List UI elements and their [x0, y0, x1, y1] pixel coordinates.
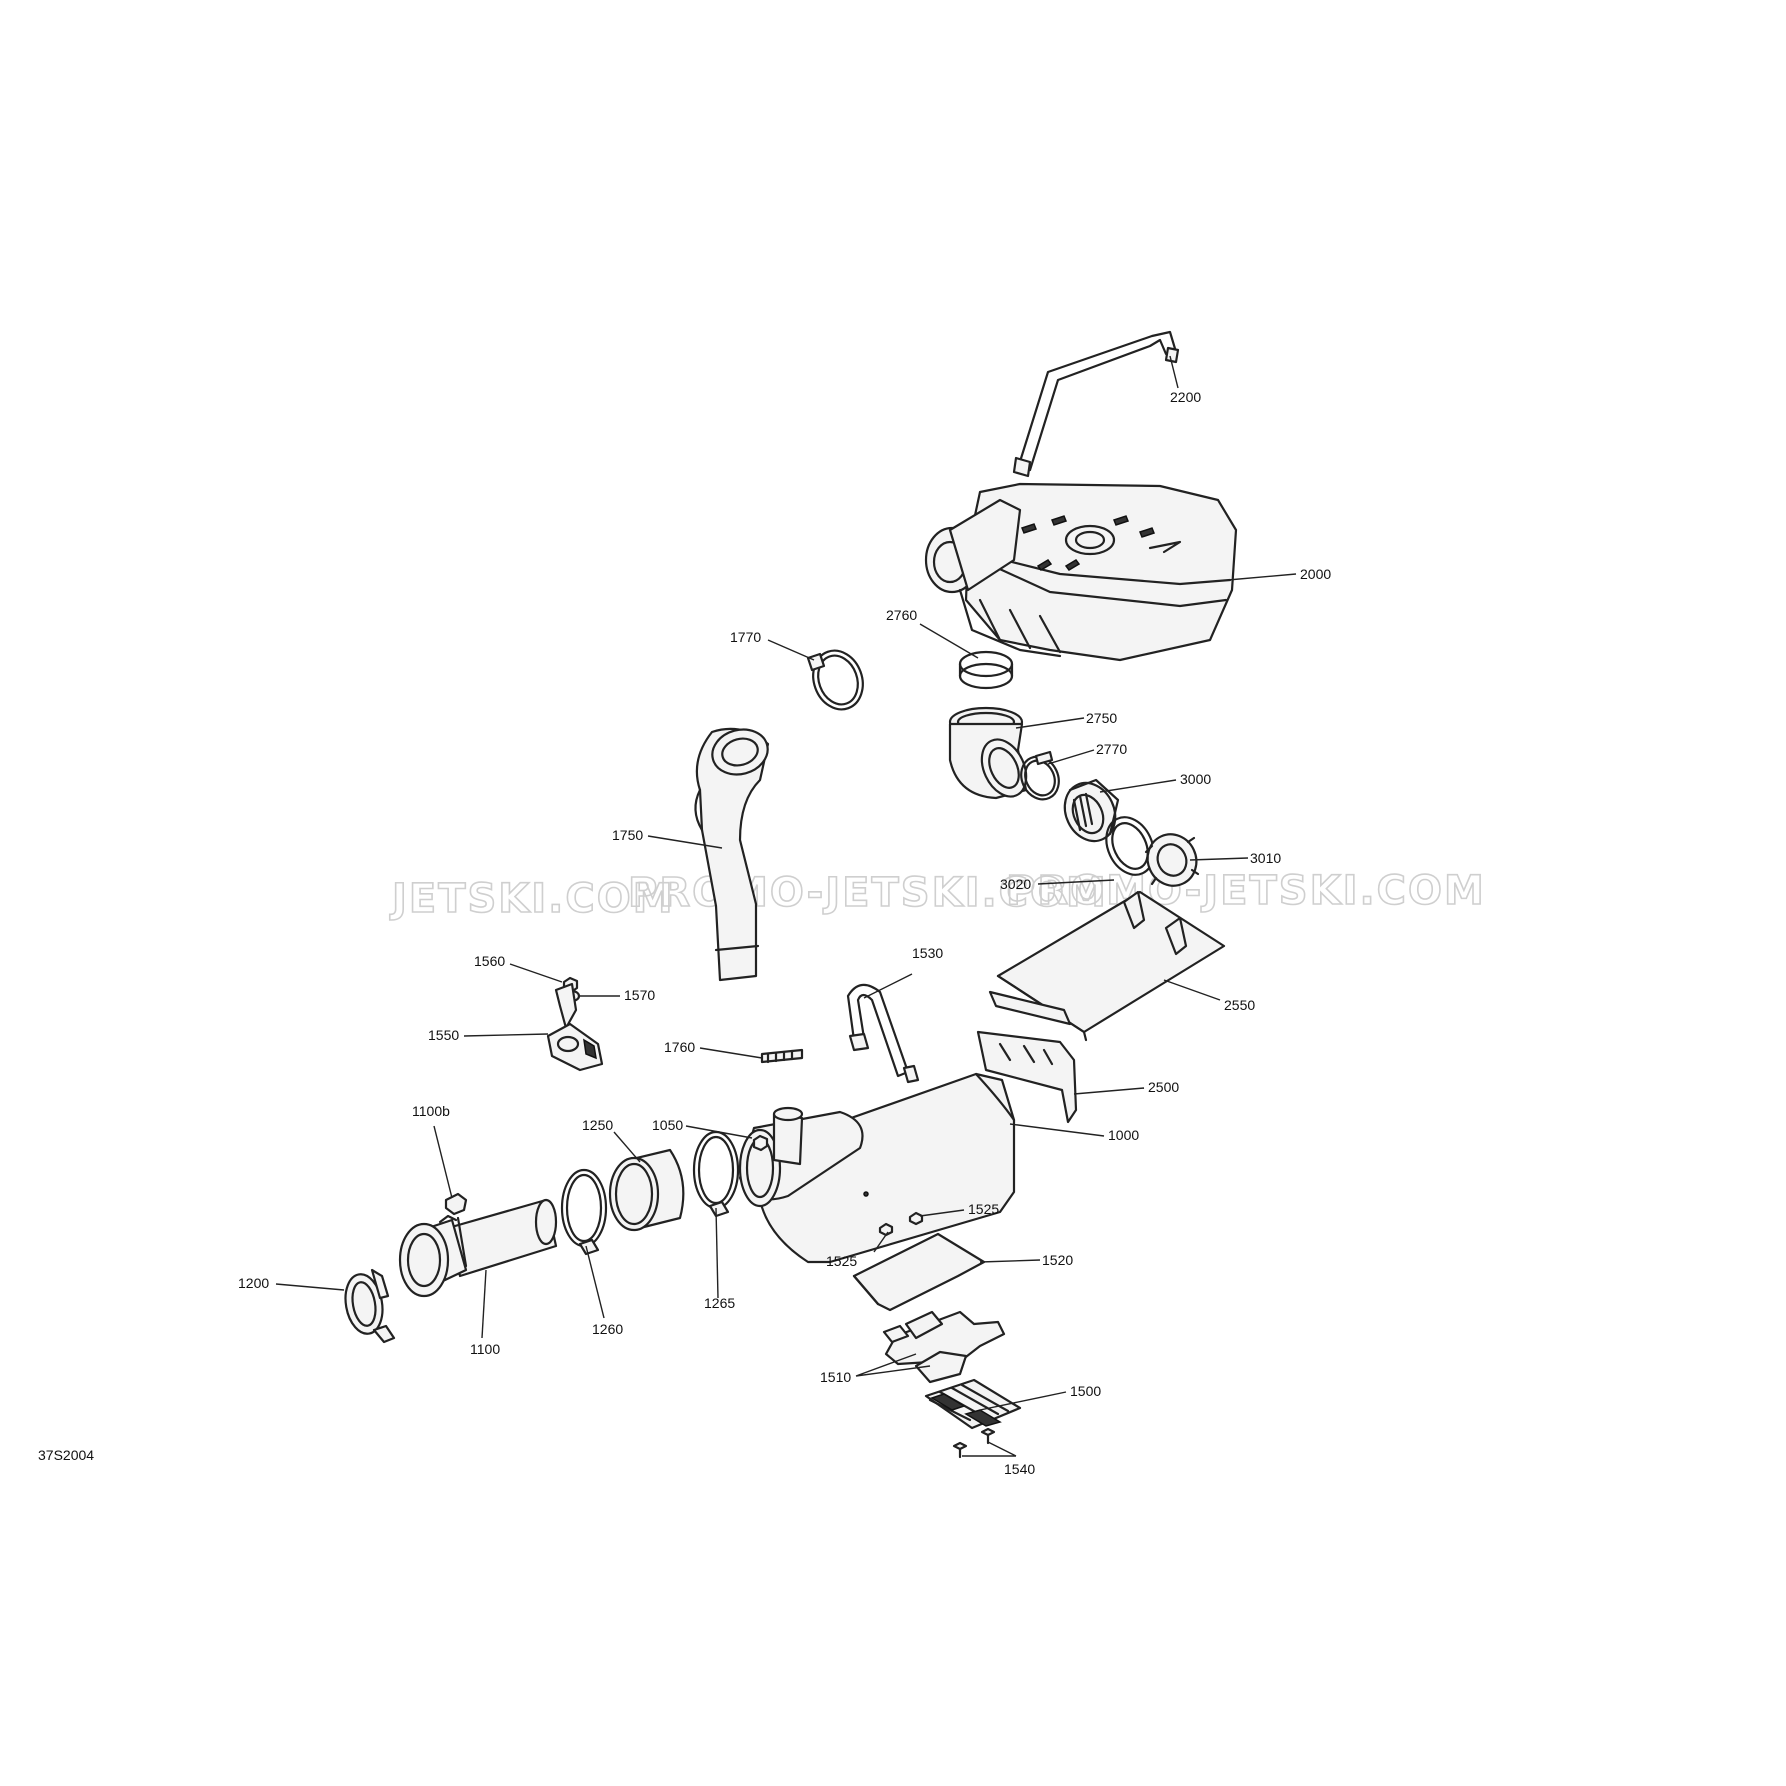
label-1050: 1050: [652, 1117, 683, 1133]
label-1250: 1250: [582, 1117, 613, 1133]
label-1260: 1260: [592, 1321, 623, 1337]
label-1530: 1530: [912, 945, 943, 961]
figure-code: 37S2004: [38, 1447, 94, 1463]
label-1750: 1750: [612, 827, 643, 843]
part-1750-duct: [694, 727, 770, 982]
part-1530-strap: [846, 983, 920, 1084]
part-1200-clamp: [344, 1268, 396, 1344]
part-1770-clamp: [806, 649, 864, 711]
label-1760: 1760: [664, 1039, 695, 1055]
part-1540-screw-b: [952, 1441, 968, 1459]
watermark: JETSKI.COM PROMO-JETSKI.COM PROMO-JETSKI…: [388, 867, 1486, 923]
label-2500: 2500: [1148, 1079, 1179, 1095]
part-1550-bracket: [546, 982, 604, 1072]
label-1770: 1770: [730, 629, 761, 645]
part-1525-fastener-a: [908, 1211, 924, 1226]
part-1100b-fitting: [444, 1192, 468, 1216]
label-1520: 1520: [1042, 1252, 1073, 1268]
part-3000-adapter: [1063, 778, 1120, 843]
label-3010: 3010: [1250, 850, 1281, 866]
label-1100: 1100: [470, 1341, 500, 1357]
label-1525-b: 1525: [826, 1253, 857, 1269]
part-1540-screw-a: [980, 1427, 996, 1445]
label-1000: 1000: [1108, 1127, 1139, 1143]
label-2550: 2550: [1224, 997, 1255, 1013]
label-1540: 1540: [1004, 1461, 1035, 1477]
part-1100-tailpipe: [398, 1198, 558, 1298]
part-1265-clamp: [692, 1130, 740, 1218]
part-2000-airbox: [924, 482, 1238, 662]
label-2760: 2760: [886, 607, 917, 623]
label-1200: 1200: [238, 1275, 269, 1291]
label-2750: 2750: [1086, 710, 1117, 726]
label-1570: 1570: [624, 987, 655, 1003]
label-3000: 3000: [1180, 771, 1211, 787]
part-2760-clamp: [958, 650, 1014, 690]
label-1100b: 1100b: [412, 1103, 450, 1119]
label-1550: 1550: [428, 1027, 459, 1043]
part-1760-fastener: [760, 1048, 804, 1064]
part-2200-strap: [1012, 330, 1180, 478]
label-2000: 2000: [1300, 566, 1331, 582]
part-labels: 2200 2000 2760 1770 2750 2770 3000 1750 …: [238, 389, 1331, 1477]
watermark-text-2: PROMO-JETSKI.COM: [628, 870, 1108, 916]
part-2750-elbow: [948, 706, 1028, 800]
part-1500-grate: [924, 1378, 1022, 1430]
label-1560: 1560: [474, 953, 505, 969]
part-3020-ring: [1105, 816, 1155, 876]
watermark-text-3: PROMO-JETSKI.COM: [1006, 868, 1486, 914]
label-1500: 1500: [1070, 1383, 1101, 1399]
part-1525-fastener-b: [878, 1222, 894, 1237]
watermark-text-1: JETSKI.COM: [389, 876, 675, 922]
label-2770: 2770: [1096, 741, 1127, 757]
label-2200: 2200: [1170, 389, 1201, 405]
label-1525-a: 1525: [968, 1201, 999, 1217]
part-1050-nut: [752, 1134, 769, 1152]
part-1510-bracket: [882, 1310, 1006, 1384]
leader-lines: [275, 355, 1297, 1457]
part-1000-muffler: [738, 1072, 1016, 1264]
part-3010-nut: [1144, 833, 1200, 887]
part-1520-heatshield: [852, 1232, 986, 1312]
part-2500-bracket: [976, 990, 1078, 1124]
label-1510: 1510: [820, 1369, 851, 1385]
part-2770-clamp: [1020, 750, 1060, 801]
part-2550-plate: [996, 890, 1226, 1042]
part-1260-clamp: [560, 1168, 608, 1256]
label-1265: 1265: [704, 1295, 735, 1311]
part-1250-sleeve: [608, 1148, 685, 1232]
label-3020: 3020: [1000, 876, 1031, 892]
